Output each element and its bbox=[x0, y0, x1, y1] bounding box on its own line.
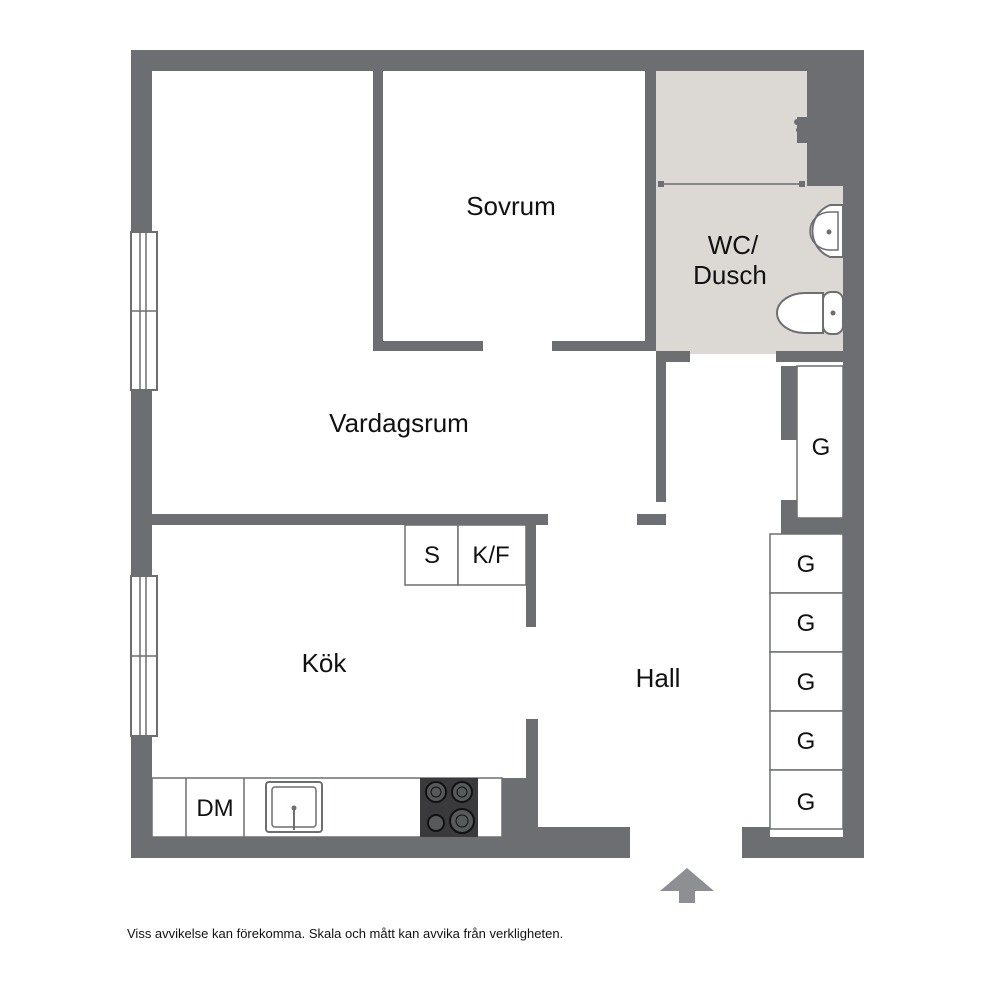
entrance-arrow-icon bbox=[660, 868, 714, 903]
hall-closets bbox=[769, 365, 844, 830]
window-living-room bbox=[130, 231, 158, 391]
closet-label: G bbox=[812, 434, 831, 461]
closet-label: G bbox=[797, 610, 816, 637]
stove-icon bbox=[420, 778, 478, 837]
fixture-label-dishwasher: DM bbox=[196, 795, 233, 822]
closet-label: G bbox=[797, 551, 816, 578]
toilet-icon bbox=[776, 291, 844, 335]
shower-faucet-icon bbox=[794, 117, 807, 143]
shower-divider bbox=[658, 181, 805, 187]
bathroom-sink-icon bbox=[809, 204, 844, 258]
room-label-hall: Hall bbox=[636, 663, 681, 693]
window-kitchen bbox=[130, 575, 158, 737]
disclaimer-text: Viss avvikelse kan förekomma. Skala och … bbox=[127, 926, 564, 941]
room-label-vardagsrum: Vardagsrum bbox=[329, 408, 469, 438]
kitchen-sink-icon bbox=[265, 781, 323, 833]
room-label-sovrum: Sovrum bbox=[466, 191, 556, 221]
closet-label: G bbox=[797, 789, 816, 816]
room-label-wc-line1: WC/ bbox=[708, 230, 759, 260]
fixture-label-fridge-freezer: K/F bbox=[472, 542, 509, 569]
room-label-kok: Kök bbox=[302, 648, 348, 678]
interior-walls bbox=[152, 71, 843, 839]
closet-label: G bbox=[797, 669, 816, 696]
fridge-storage-units bbox=[404, 524, 527, 586]
room-label-wc-line2: Dusch bbox=[693, 260, 767, 290]
fixture-label-storage: S bbox=[424, 542, 440, 569]
closet-label: G bbox=[797, 728, 816, 755]
